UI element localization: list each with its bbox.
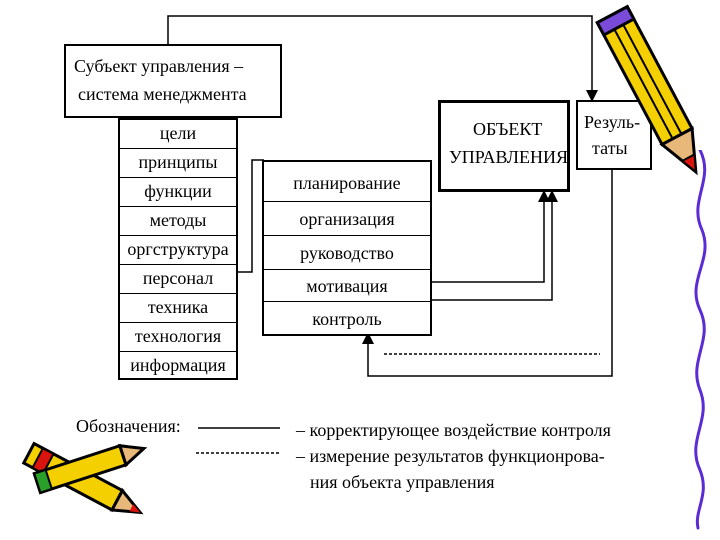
crayons-icon: [21, 441, 148, 515]
list-item-functions: функции: [120, 178, 236, 207]
link-functions-object-1: [432, 190, 550, 283]
results-line2: таты: [592, 138, 628, 158]
management-functions-list: планирование организация руководство мот…: [262, 160, 432, 336]
legend-solid-description: – корректирующее воздействие контроля: [296, 420, 611, 440]
object-box: ОБЪЕКТ УПРАВЛЕНИЯ: [438, 100, 570, 192]
subject-title-line1: Субъект управления –: [74, 56, 244, 76]
list-item-org-structure: оргструктура: [120, 236, 236, 265]
results-box: Резуль- таты: [576, 100, 652, 170]
function-leadership: руководство: [264, 236, 430, 270]
list-item-methods: методы: [120, 207, 236, 236]
squiggle-line-icon: [694, 150, 707, 530]
function-control: контроль: [312, 309, 382, 329]
results-line1: Резуль-: [584, 112, 641, 132]
pencil-icon: [595, 4, 698, 176]
function-planning: планирование: [264, 168, 430, 202]
object-title-line2: УПРАВЛЕНИЯ: [449, 147, 568, 167]
subject-box: Субъект управления – система менеджмента: [64, 44, 282, 118]
legend-title: Обозначения:: [76, 416, 181, 436]
function-motivation: мотивация: [264, 270, 430, 302]
feedback-line: [362, 170, 613, 377]
loop-line-top: [167, 15, 598, 102]
link-functions-object-2: [432, 190, 558, 301]
legend-dashed-description-line1: – измерение результатов функционрова-: [296, 446, 605, 466]
object-title-line1: ОБЪЕКТ: [473, 119, 543, 139]
subject-components-list: цели принципы функции методы оргструктур…: [118, 118, 238, 380]
subject-title-line2: система менеджмента: [78, 84, 247, 104]
list-item-information: информация: [130, 355, 226, 375]
function-organization: организация: [264, 202, 430, 236]
legend-dashed-description-line2: ния объекта управления: [310, 472, 495, 492]
list-item-equipment: техника: [120, 294, 236, 323]
link-subject-functions: [238, 159, 264, 273]
list-item-principles: принципы: [120, 149, 236, 178]
list-item-personnel: персонал: [120, 265, 236, 294]
list-item-goals: цели: [120, 120, 236, 149]
list-item-technology: технология: [120, 323, 236, 352]
